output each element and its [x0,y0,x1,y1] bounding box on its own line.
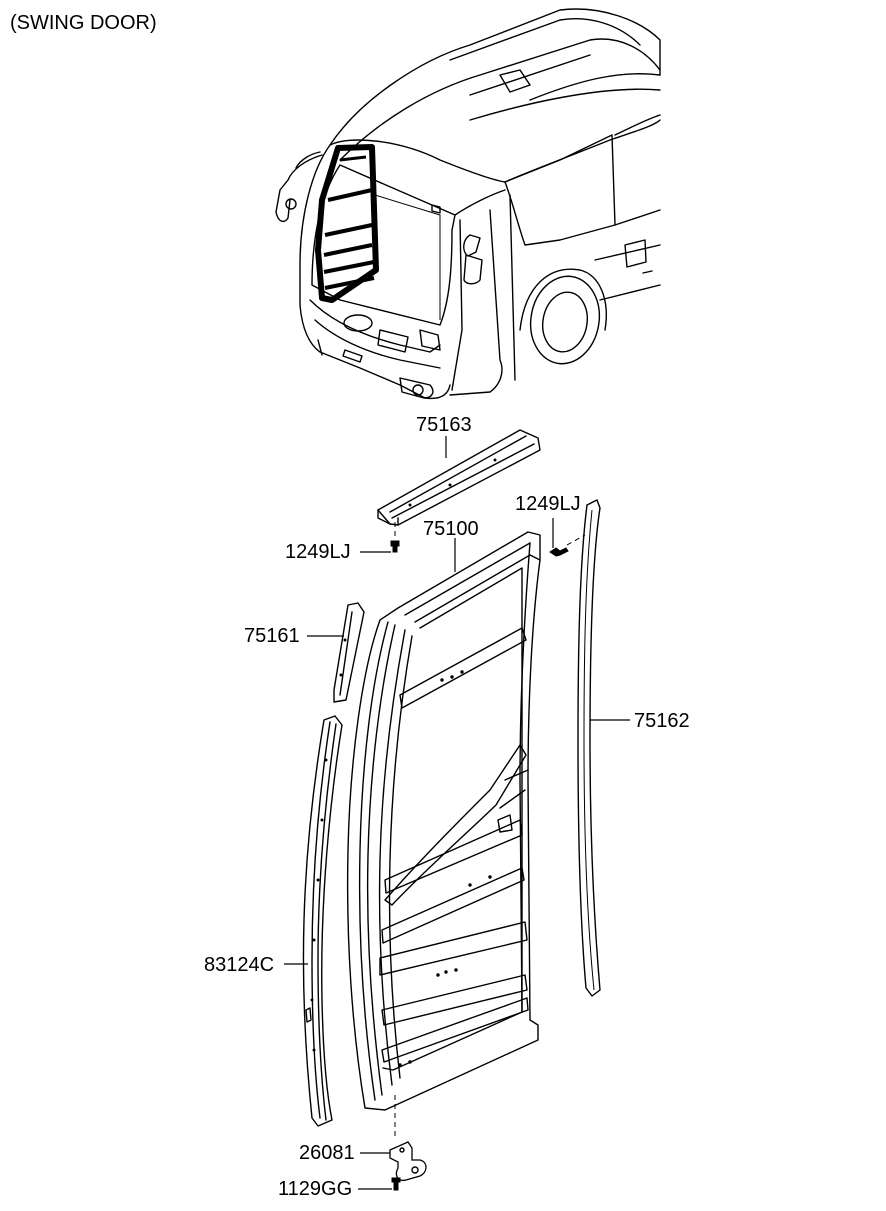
bolt-1249lj-right [549,518,586,557]
part-75100-door-frame [346,531,541,1140]
label-75161: 75161 [244,625,300,647]
diagram-caption: (SWING DOOR) [10,12,157,34]
part-75163-top-rail [377,429,541,526]
label-1249lj-right: 1249LJ [515,493,581,515]
label-75100: 75100 [423,518,479,540]
part-75161-strip [307,602,365,703]
label-1129gg: 1129GG [278,1178,353,1200]
part-75162-weatherstrip [577,499,630,997]
vehicle-illustration [275,8,661,400]
label-75163: 75163 [416,414,472,436]
bolt-1129gg [358,1177,401,1191]
label-1249lj-left: 1249LJ [285,541,351,563]
bolt-1249lj-left [360,522,400,553]
label-75162: 75162 [634,710,690,732]
label-83124c: 83124C [204,954,275,976]
part-83124c-pillar [284,715,343,1127]
part-26081-bracket [360,1141,427,1182]
label-26081: 26081 [299,1142,355,1164]
